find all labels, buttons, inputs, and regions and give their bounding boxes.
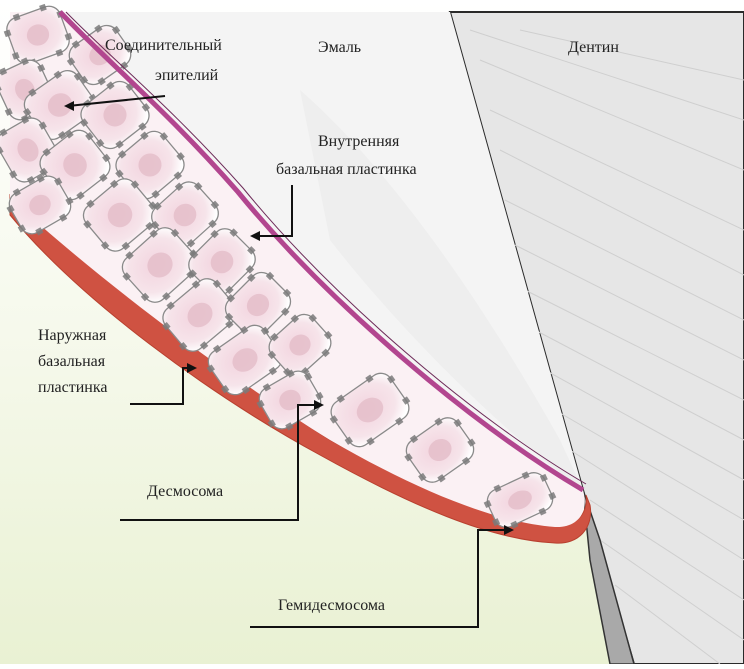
label-junctional-epithelium-line1: Соединительный xyxy=(105,37,222,54)
label-dentin: Дентин xyxy=(568,39,619,56)
label-enamel: Эмаль xyxy=(318,39,361,56)
label-external-basal-lamina-line2: базальная xyxy=(38,353,106,370)
label-hemidesmosome: Гемидесмосома xyxy=(278,597,385,614)
label-external-basal-lamina-line3: пластинка xyxy=(38,379,108,396)
label-internal-basal-lamina-line2: базальная пластинка xyxy=(276,161,417,178)
label-internal-basal-lamina-line1: Внутренняя xyxy=(318,133,400,150)
label-external-basal-lamina-line1: Наружная xyxy=(38,327,107,344)
label-desmosome: Десмосома xyxy=(147,483,223,500)
label-junctional-epithelium-line2: эпителий xyxy=(155,67,219,84)
